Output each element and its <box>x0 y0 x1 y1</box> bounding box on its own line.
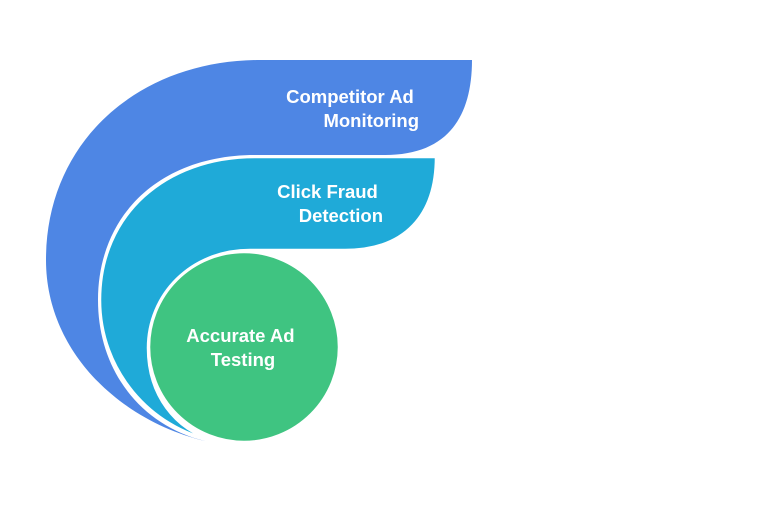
core-label-line-2: Testing <box>211 349 275 370</box>
middle-layer-label: Click Fraud Detection <box>277 181 383 226</box>
core-label-line-1: Accurate Ad <box>186 325 294 346</box>
middle-label-line-2: Detection <box>299 205 383 226</box>
outer-label-line-2: Monitoring <box>323 110 419 131</box>
outer-layer-label: Competitor Ad Monitoring <box>286 86 419 131</box>
middle-label-line-1: Click Fraud <box>277 181 378 202</box>
outer-layer-shape <box>46 60 472 441</box>
core-layer-label: Accurate Ad Testing <box>186 325 299 370</box>
core-circle <box>147 250 341 444</box>
outer-label-line-1: Competitor Ad <box>286 86 414 107</box>
